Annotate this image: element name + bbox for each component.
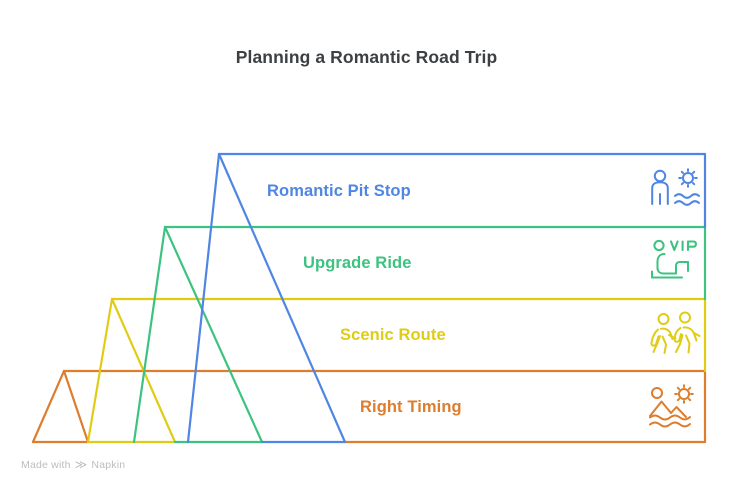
mountain-right-slope-orange bbox=[62, 369, 90, 444]
mountain-right-slope-green bbox=[163, 225, 264, 444]
mountain-left-slope-orange bbox=[31, 369, 66, 444]
mountain-left-slope-green bbox=[132, 225, 167, 444]
tier-label-scenic-route: Scenic Route bbox=[340, 326, 446, 344]
sunrise-mountains-waves-icon bbox=[649, 384, 694, 428]
beach-sun-person-icon bbox=[651, 168, 700, 206]
tier-label-upgrade-ride: Upgrade Ride bbox=[303, 254, 412, 272]
tier-label-romantic-pit-stop: Romantic Pit Stop bbox=[267, 182, 411, 200]
napkin-logo-icon: ≫ bbox=[74, 457, 88, 472]
tier-shape-romantic-pit-stop[interactable] bbox=[186, 152, 707, 444]
mountain-left-slope-blue bbox=[186, 152, 221, 444]
mountain-right-slope-blue bbox=[217, 152, 347, 444]
watermark-brand: Napkin bbox=[91, 459, 126, 471]
page-title: Planning a Romantic Road Trip bbox=[235, 47, 498, 67]
two-hikers-icon bbox=[650, 311, 701, 354]
watermark-prefix: Made with bbox=[21, 459, 71, 471]
tier-label-right-timing: Right Timing bbox=[360, 398, 462, 416]
mountain-left-slope-yellow bbox=[86, 297, 114, 444]
vip-seat-icon bbox=[651, 239, 697, 279]
tier-shape-right-timing[interactable] bbox=[31, 369, 707, 444]
tier-shape-upgrade-ride[interactable] bbox=[132, 225, 707, 444]
napkin-watermark: Made with ≫ Napkin bbox=[21, 457, 126, 472]
